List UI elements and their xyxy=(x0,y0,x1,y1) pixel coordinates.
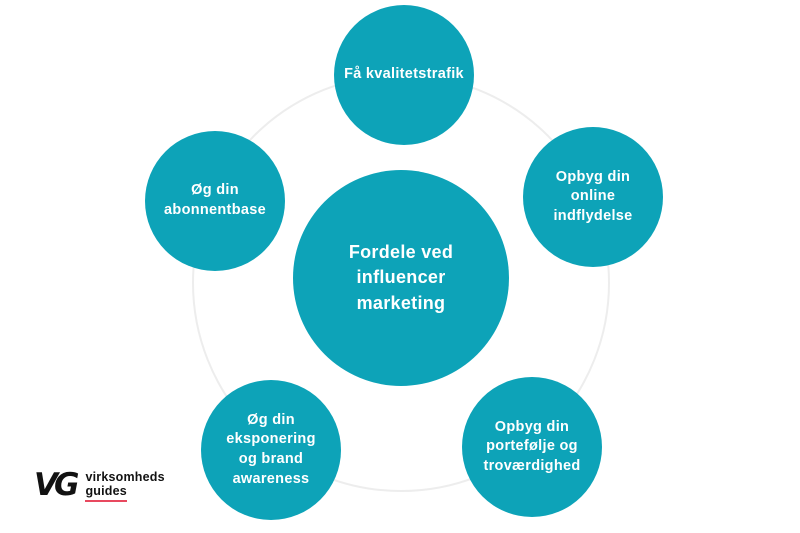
node-central: Fordele ved influencer marketing xyxy=(293,170,509,386)
vg-logo: VG virksomheds guides xyxy=(34,470,165,502)
node-top: Få kvalitetstrafik xyxy=(334,5,474,145)
node-bottom-right-label: Opbyg din portefølje og troværdighed xyxy=(483,418,581,474)
node-bottom-left: Øg din eksponering og brand awareness xyxy=(201,380,341,520)
node-bottom-left-label: Øg din eksponering og brand awareness xyxy=(226,411,316,487)
vg-logo-text: virksomheds guides xyxy=(85,470,165,502)
vg-logo-line1: virksomheds xyxy=(85,470,165,484)
node-top-right: Opbyg din online indflydelse xyxy=(523,127,663,267)
node-bottom-right: Opbyg din portefølje og troværdighed xyxy=(462,377,602,517)
vg-logo-monogram: VG xyxy=(34,467,79,504)
node-top-label: Få kvalitetstrafik xyxy=(344,66,464,83)
node-top-left: Øg din abonnentbase xyxy=(145,131,285,271)
vg-logo-line2: guides xyxy=(85,484,127,502)
node-central-label: Fordele ved influencer marketing xyxy=(348,242,454,313)
node-top-left-label: Øg din abonnentbase xyxy=(164,182,266,218)
node-top-right-label: Opbyg din online indflydelse xyxy=(553,168,633,224)
